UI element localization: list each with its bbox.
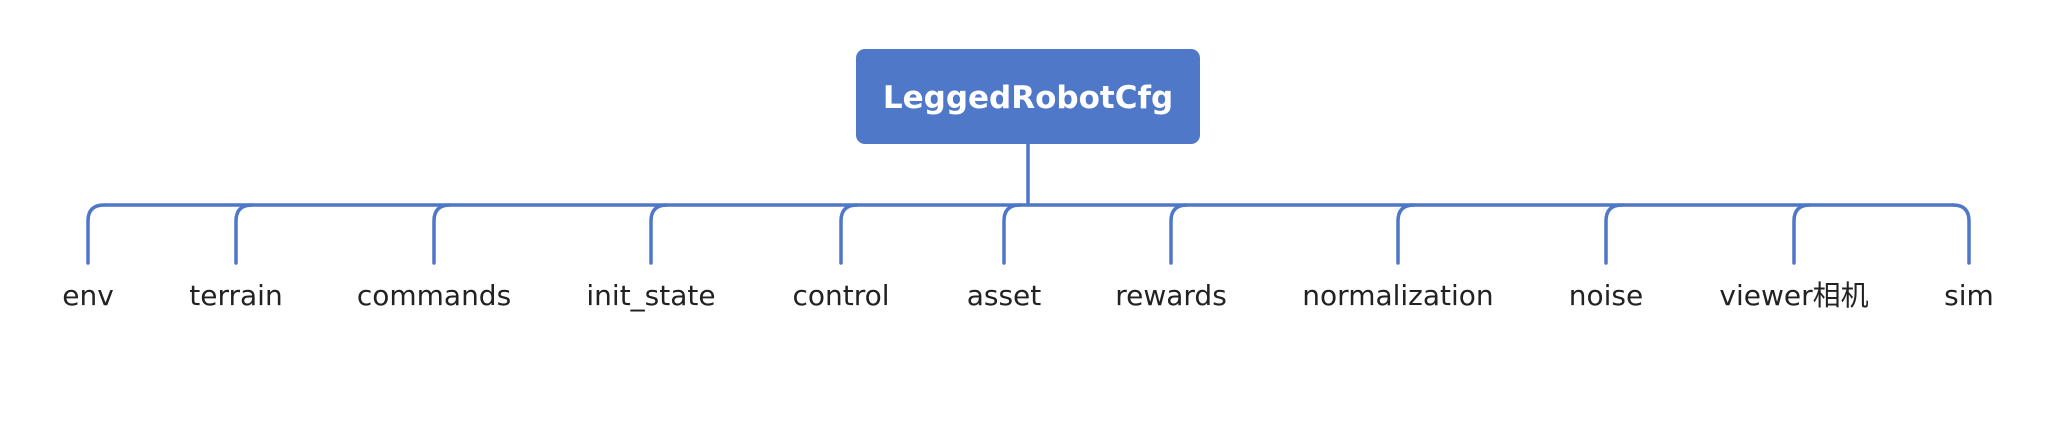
- branch-line-5: [839, 203, 859, 265]
- child-node-label: noise: [1569, 279, 1643, 312]
- branch-line-10: [1792, 203, 1812, 265]
- child-node-label: commands: [357, 279, 511, 312]
- root-node: LeggedRobotCfg: [856, 49, 1200, 144]
- child-node-label: viewer相机: [1719, 279, 1868, 312]
- child-node-label: init_state: [586, 279, 715, 312]
- child-node-label: rewards: [1115, 279, 1227, 312]
- child-node-label: env: [62, 279, 114, 312]
- branch-line-7: [1169, 203, 1189, 265]
- branch-line-9: [1604, 203, 1624, 265]
- branch-line-6: [1002, 203, 1022, 265]
- child-node-label: control: [792, 279, 889, 312]
- connector-lines: [86, 142, 1971, 265]
- branch-line-11: [1951, 203, 1971, 265]
- child-node-label: sim: [1944, 279, 1994, 312]
- branch-line-4: [649, 203, 669, 265]
- child-node-label: asset: [967, 279, 1042, 312]
- branch-line-8: [1396, 203, 1416, 265]
- child-nodes: env terrain commands init_state control asset…: [62, 279, 1994, 312]
- branch-line-3: [432, 203, 452, 265]
- root-node-box: [856, 49, 1200, 144]
- child-node-label: terrain: [189, 279, 282, 312]
- branch-line-1: [86, 203, 106, 265]
- child-node-label: normalization: [1302, 279, 1493, 312]
- root-node-label: LeggedRobotCfg: [883, 80, 1173, 116]
- branch-line-2: [234, 203, 254, 265]
